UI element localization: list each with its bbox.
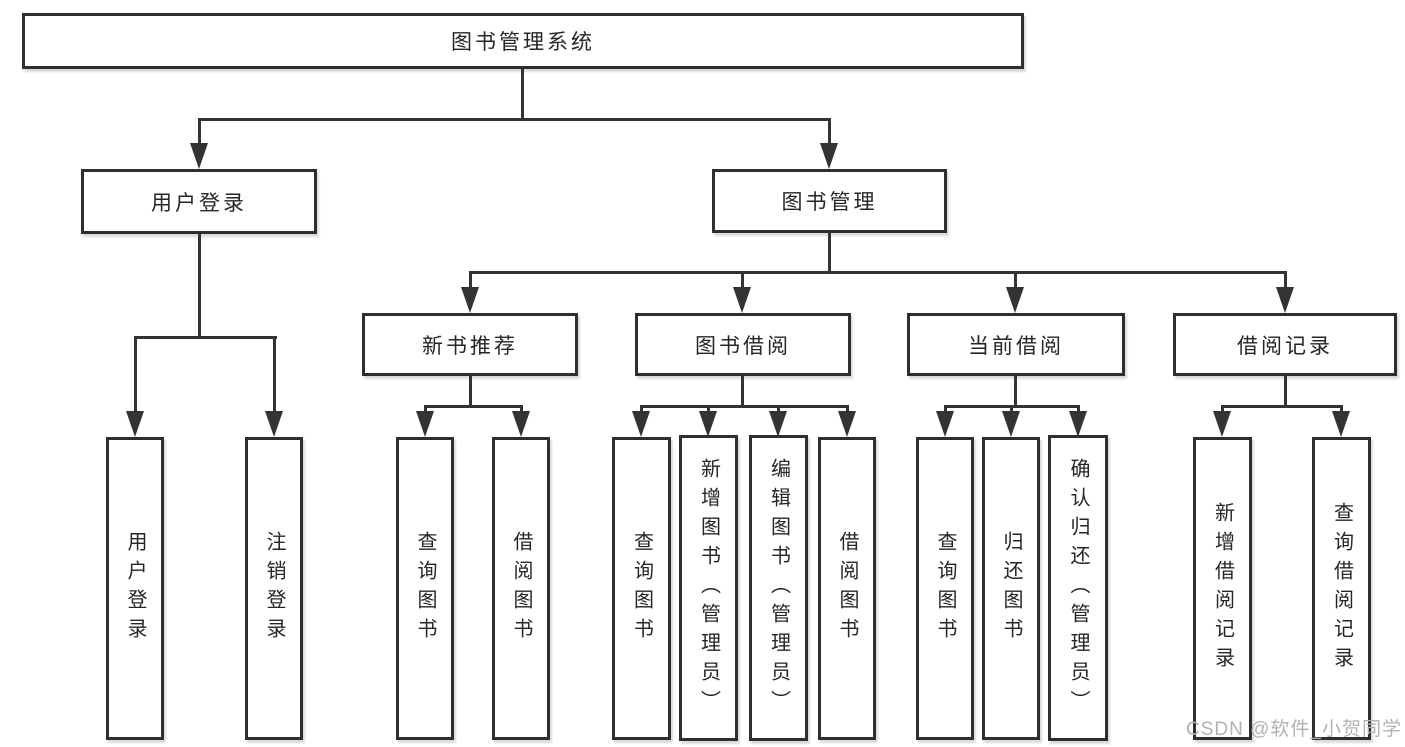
arrow-down-icon bbox=[1006, 287, 1024, 313]
arrow-down-icon bbox=[820, 143, 838, 169]
arrow-down-icon bbox=[265, 411, 283, 437]
connector-line bbox=[846, 405, 849, 414]
connector-line bbox=[198, 118, 831, 121]
leaf-add-books-admin: 新增图书（管理员） bbox=[679, 435, 738, 741]
csdn-watermark: CSDN @软件_小贺同学 bbox=[1186, 719, 1402, 740]
connector-line bbox=[707, 405, 710, 414]
arrow-down-icon bbox=[632, 411, 650, 437]
leaf-query-books-rec: 查询图书 bbox=[396, 437, 454, 740]
arrow-down-icon bbox=[190, 143, 208, 169]
connector-line bbox=[273, 336, 276, 413]
leaf-confirm-return-admin: 确认归还（管理员） bbox=[1048, 435, 1108, 741]
node-current-borrow: 当前借阅 bbox=[907, 313, 1125, 376]
connector-line bbox=[424, 405, 427, 414]
arrow-down-icon bbox=[936, 411, 954, 437]
connector-line bbox=[1221, 405, 1224, 414]
leaf-query-books-borrow: 查询图书 bbox=[612, 437, 671, 740]
connector-line bbox=[469, 376, 472, 405]
connector-line bbox=[1221, 405, 1343, 408]
leaf-query-books-current: 查询图书 bbox=[916, 437, 974, 740]
leaf-logout: 注销登录 bbox=[245, 437, 303, 740]
connector-line bbox=[198, 118, 201, 146]
arrow-down-icon bbox=[838, 411, 856, 437]
node-user-login: 用户登录 bbox=[81, 169, 317, 234]
connector-line bbox=[469, 271, 472, 289]
connector-line bbox=[198, 234, 201, 336]
connector-line bbox=[1077, 405, 1080, 414]
leaf-add-borrow-record: 新增借阅记录 bbox=[1193, 437, 1252, 740]
arrow-down-icon bbox=[512, 411, 530, 437]
leaf-borrow-books-rec: 借阅图书 bbox=[492, 437, 550, 740]
leaf-query-borrow-record: 查询借阅记录 bbox=[1312, 437, 1371, 740]
connector-line bbox=[1014, 271, 1017, 289]
connector-line bbox=[1284, 376, 1287, 405]
connector-line bbox=[424, 405, 523, 408]
connector-line bbox=[134, 336, 137, 413]
connector-line bbox=[741, 271, 744, 289]
connector-line bbox=[1010, 405, 1013, 414]
leaf-borrow-books: 借阅图书 bbox=[818, 437, 876, 740]
arrow-down-icon bbox=[1213, 411, 1231, 437]
connector-line bbox=[640, 405, 643, 414]
connector-line bbox=[1284, 271, 1287, 289]
arrow-down-icon bbox=[1332, 411, 1350, 437]
connector-line bbox=[777, 405, 780, 414]
connector-line bbox=[521, 69, 524, 119]
node-borrow-records: 借阅记录 bbox=[1173, 313, 1397, 376]
node-root: 图书管理系统 bbox=[22, 13, 1024, 69]
arrow-down-icon bbox=[769, 411, 787, 437]
connector-line bbox=[828, 233, 831, 271]
connector-line bbox=[1014, 376, 1017, 405]
leaf-user-login: 用户登录 bbox=[106, 437, 164, 740]
node-new-book-recommend: 新书推荐 bbox=[362, 313, 578, 376]
arrow-down-icon bbox=[733, 287, 751, 313]
arrow-down-icon bbox=[1002, 411, 1020, 437]
node-book-borrow: 图书借阅 bbox=[635, 313, 851, 376]
arrow-down-icon bbox=[1276, 287, 1294, 313]
leaf-edit-books-admin: 编辑图书（管理员） bbox=[749, 435, 808, 741]
connector-line bbox=[944, 405, 947, 414]
connector-line bbox=[741, 376, 744, 405]
connector-line bbox=[640, 405, 849, 408]
arrow-down-icon bbox=[416, 411, 434, 437]
arrow-down-icon bbox=[1069, 411, 1087, 437]
leaf-return-books: 归还图书 bbox=[982, 437, 1040, 740]
node-book-management: 图书管理 bbox=[712, 169, 947, 233]
arrow-down-icon bbox=[461, 287, 479, 313]
connector-line bbox=[469, 271, 1287, 274]
arrow-down-icon bbox=[126, 411, 144, 437]
connector-line bbox=[1340, 405, 1343, 414]
connector-line bbox=[828, 118, 831, 146]
connector-line bbox=[135, 336, 277, 339]
arrow-down-icon bbox=[699, 411, 717, 437]
connector-line bbox=[520, 405, 523, 414]
